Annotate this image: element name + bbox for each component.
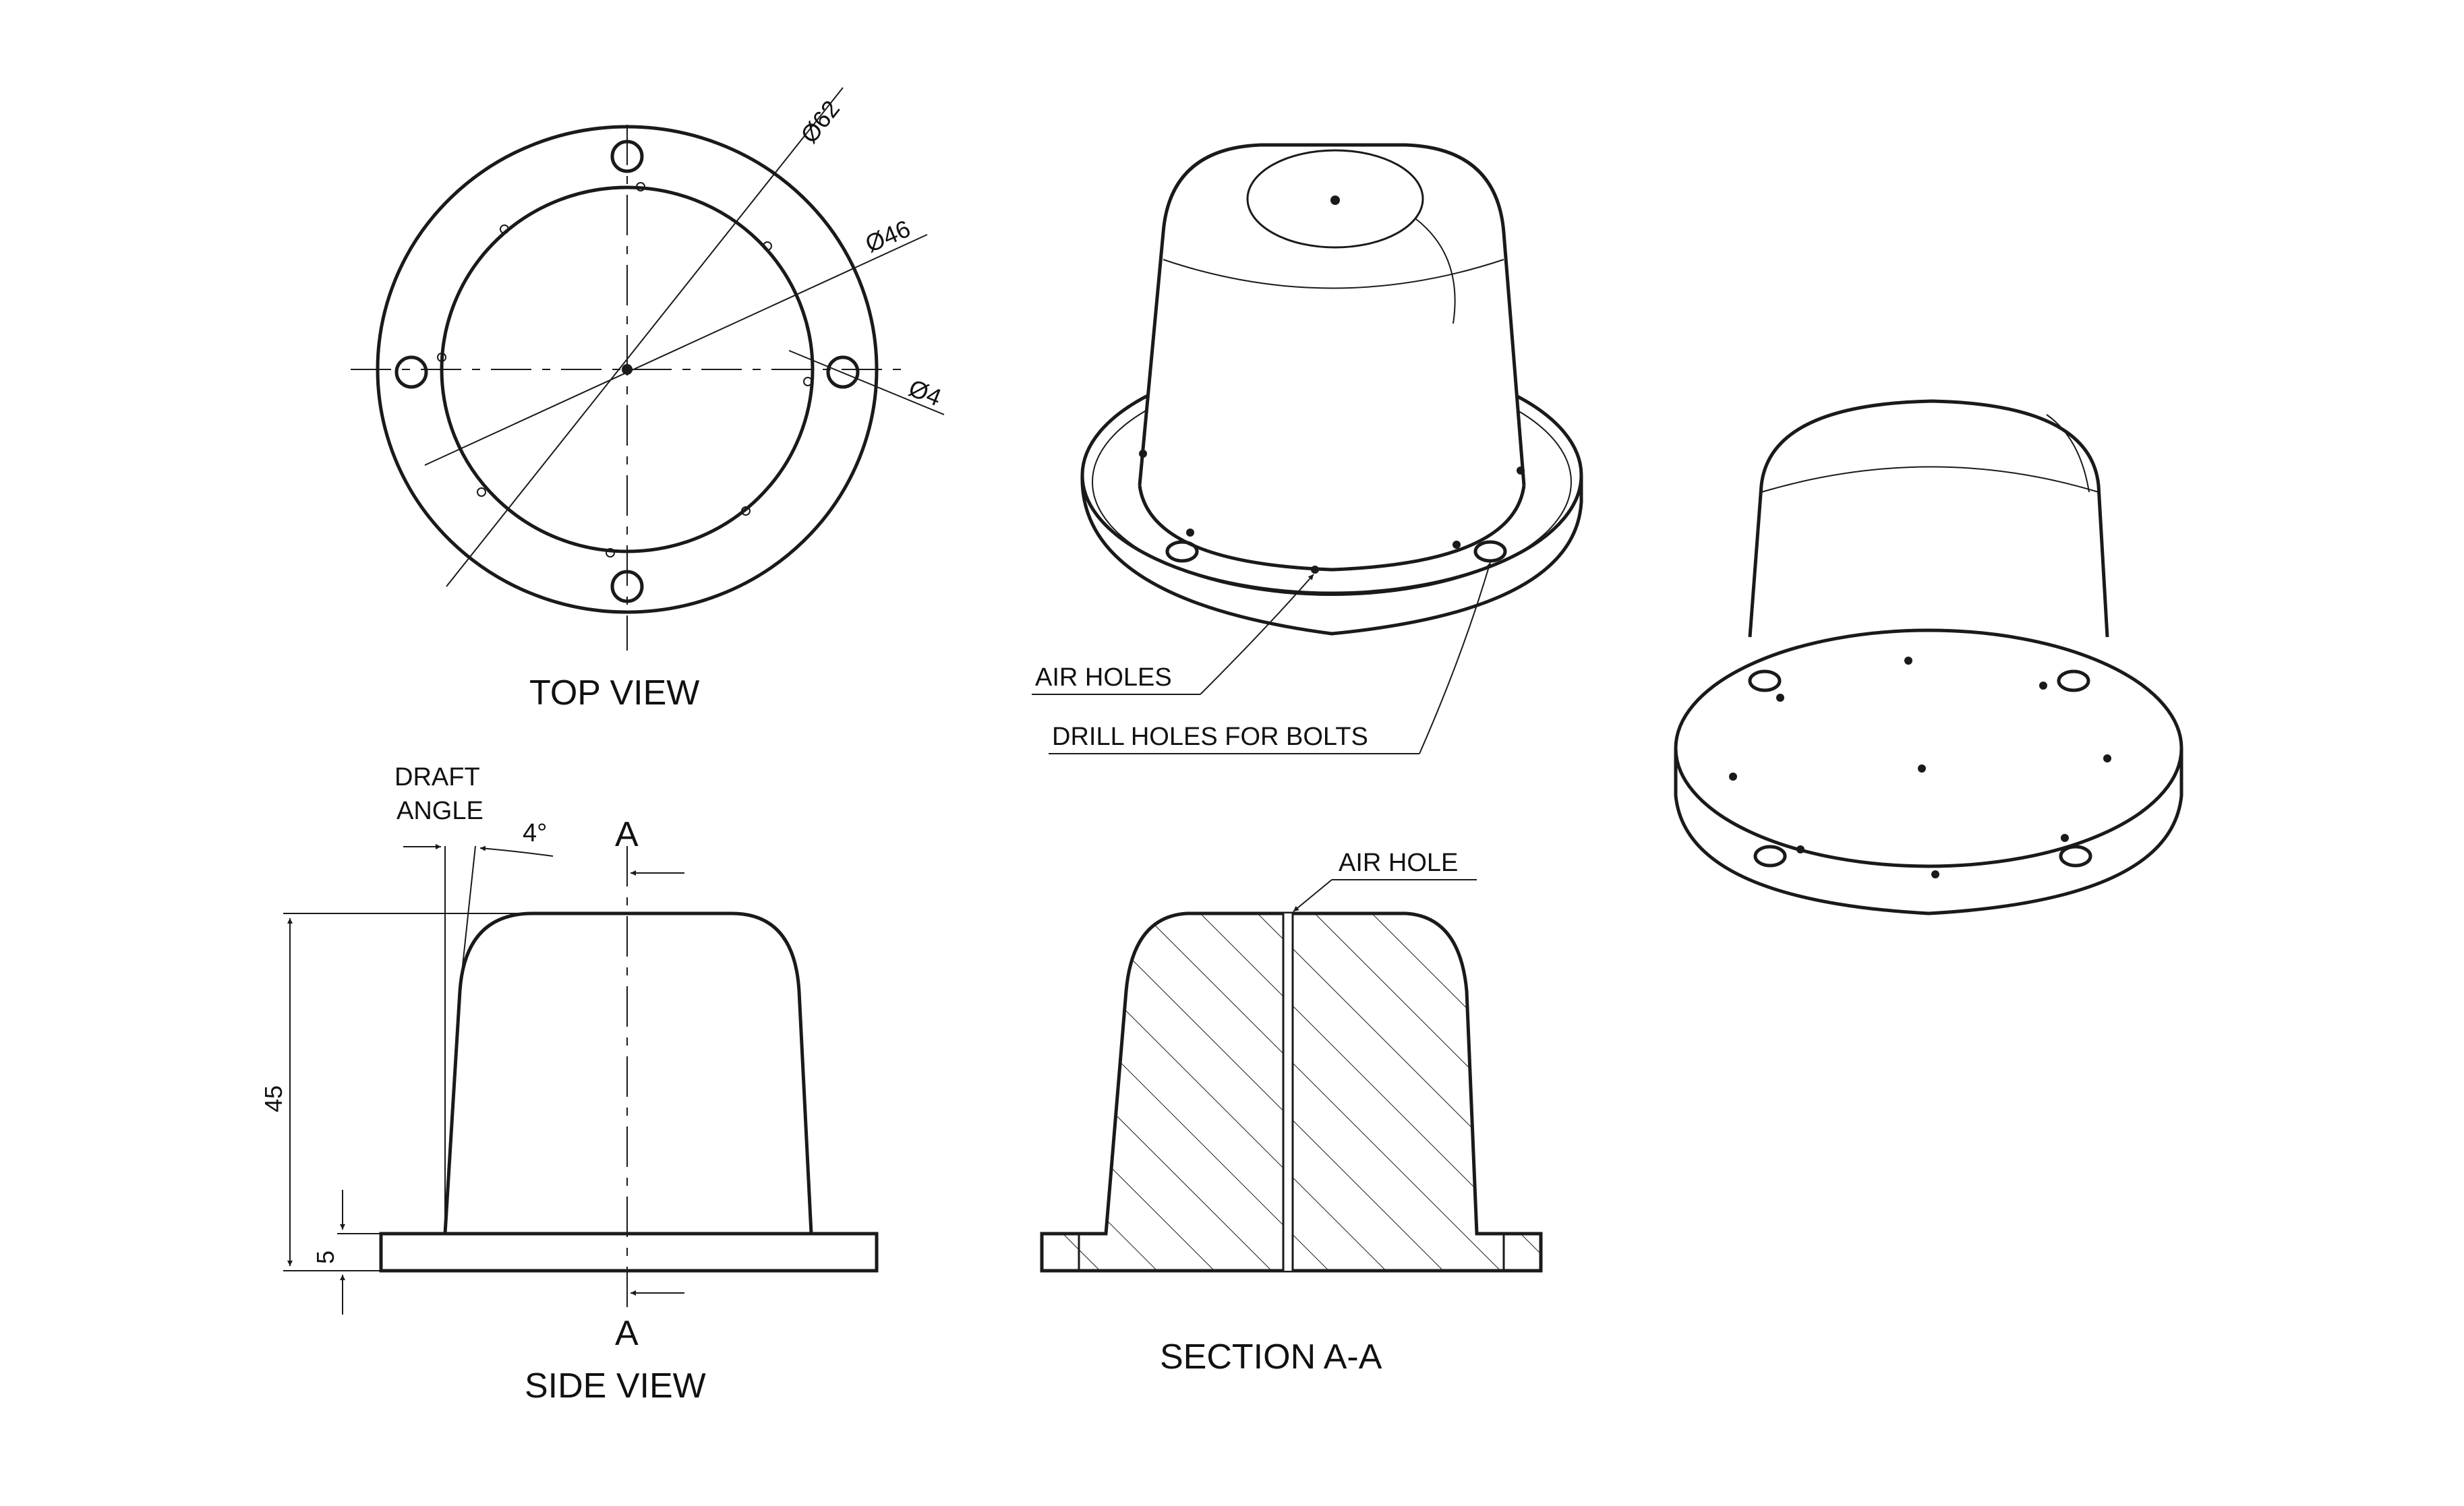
bolt-hole-top <box>610 140 644 173</box>
side-view-flange <box>379 1232 879 1273</box>
iso-bottom-fillet-curve <box>2046 414 2090 493</box>
iso-body-base-curve <box>1138 485 1526 572</box>
draft-angle-value: 4° <box>523 819 547 847</box>
iso-air-hole-1 <box>1139 450 1147 458</box>
draft-arrow-right <box>479 845 554 857</box>
section-letter-bottom: A <box>615 1314 639 1353</box>
top-view-title: TOP VIEW <box>529 673 699 713</box>
drill-holes-leader <box>1419 562 1492 754</box>
top-view: Ø62 Ø46 Ø4 TOP VIEW <box>351 87 945 713</box>
hole-diameter-label: Ø4 <box>905 373 945 411</box>
section-view: AIR HOLE SECTION A-A <box>1040 849 1543 1377</box>
air-hole-leader <box>1293 879 1332 912</box>
air-holes-label: AIR HOLES <box>1035 663 1172 692</box>
outer-flange-circle <box>376 125 879 614</box>
iso-body-sides <box>1138 143 1526 486</box>
section-outline <box>1040 911 1543 1273</box>
inner-body-circle <box>440 185 815 553</box>
isometric-top-view: AIR HOLES DRILL HOLES FOR BOLTS <box>1032 143 1583 754</box>
side-view-title: SIDE VIEW <box>525 1366 706 1406</box>
air-holes-top-view <box>437 182 813 558</box>
bolt-hole-bottom <box>610 570 644 603</box>
iso-bottom-body-outline <box>1748 399 2109 638</box>
section-letter-top: A <box>615 815 639 854</box>
iso-air-hole-5 <box>1517 466 1525 475</box>
iso-bolt-hole-left <box>1165 540 1199 563</box>
iso-bolt-hole-right <box>1473 540 1507 563</box>
isometric-bottom-view <box>1674 399 2183 915</box>
draft-angle-label-line2: ANGLE <box>397 797 483 825</box>
iso-bottom-bolt-hole-2 <box>2057 669 2090 692</box>
iso-bottom-bolt-hole-4 <box>2059 845 2092 868</box>
iso-bottom-flange-side <box>1674 748 2183 915</box>
outer-diameter-label: Ø62 <box>795 95 845 148</box>
iso-bottom-fillet-line <box>1761 466 2099 493</box>
iso-air-hole-3 <box>1311 566 1319 574</box>
draft-angle-line <box>459 845 476 992</box>
top-view-center-point <box>622 364 633 375</box>
air-holes-leader <box>1200 574 1314 695</box>
iso-bottom-face <box>1674 628 2183 868</box>
iso-bottom-bolt-hole-3 <box>1753 845 1787 868</box>
hole-diameter-leader <box>788 350 945 415</box>
outer-diameter-leader <box>446 87 844 587</box>
bolt-hole-right <box>826 355 860 389</box>
iso-top-air-hole <box>1330 195 1340 205</box>
iso-body-fillet-line <box>1163 259 1504 289</box>
iso-body-fillet-curve <box>1415 218 1456 324</box>
bolt-hole-left <box>394 355 428 389</box>
section-title: SECTION A-A <box>1160 1337 1382 1377</box>
section-air-hole-channel <box>1283 913 1293 1271</box>
iso-body-fill <box>1140 145 1524 570</box>
iso-air-hole-4 <box>1453 541 1461 549</box>
iso-flange-front-edge <box>1080 475 1583 636</box>
inner-diameter-label: Ø46 <box>861 214 914 258</box>
drill-holes-label: DRILL HOLES FOR BOLTS <box>1052 723 1368 751</box>
height-dimension-label: 45 <box>260 1085 287 1112</box>
air-hole-label: AIR HOLE <box>1339 849 1458 877</box>
flange-thickness-label: 5 <box>312 1251 339 1264</box>
iso-air-hole-2 <box>1186 529 1194 537</box>
iso-top-face <box>1246 149 1424 249</box>
side-view-body <box>443 911 813 1234</box>
iso-bottom-bolt-hole-1 <box>1748 669 1782 692</box>
inner-diameter-leader <box>424 234 928 466</box>
draft-angle-label-line1: DRAFT <box>394 763 480 791</box>
side-view: A A 45 5 DRAFT ANGLE 4° SIDE VIEW <box>260 763 879 1406</box>
